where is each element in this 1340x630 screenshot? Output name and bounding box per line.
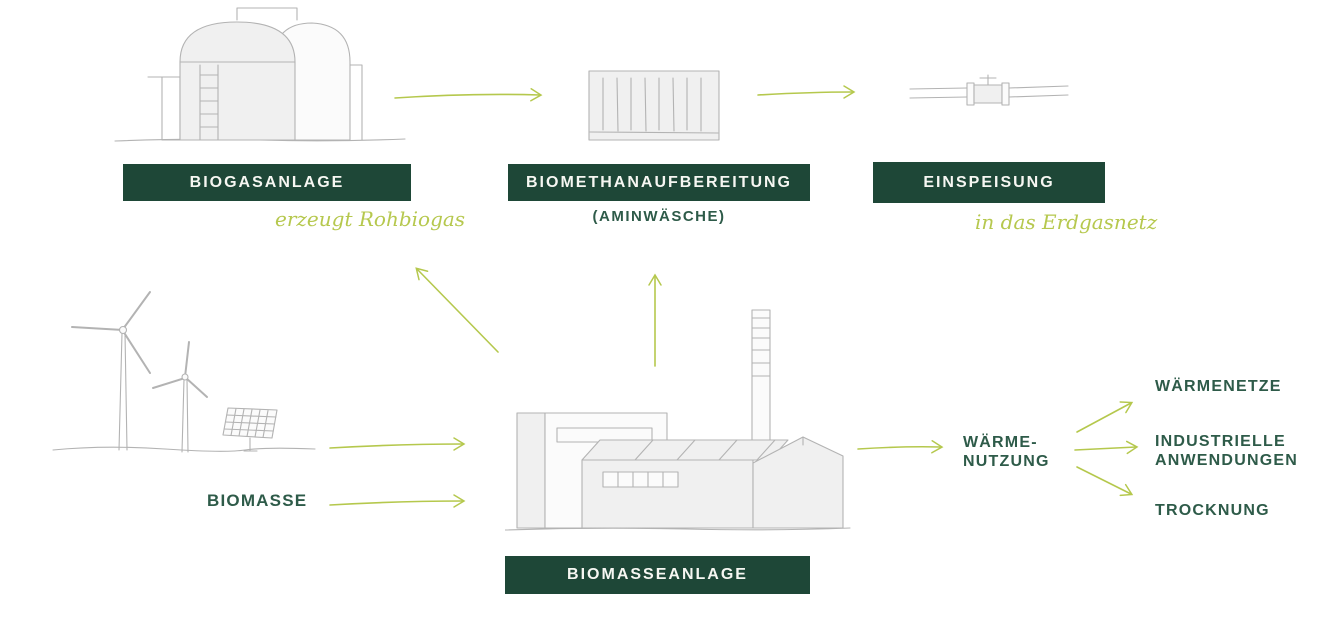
biogas-plant-sketch-icon bbox=[114, 7, 406, 142]
arrow-renewables-to-factory bbox=[329, 437, 466, 451]
caption-industrielle-anwendungen: INDUSTRIELLE ANWENDUNGEN bbox=[1155, 433, 1298, 469]
arrow-biomass-to-factory bbox=[329, 494, 466, 508]
arrow-heat-to-waermenetze bbox=[1076, 401, 1134, 433]
arrow-factory-to-biogas bbox=[415, 267, 499, 353]
label-biomethanaufbereitung-text: BIOMETHANAUFBEREITUNG bbox=[526, 173, 792, 191]
arrow-upgrading-to-injection bbox=[757, 85, 856, 99]
note-in-das-erdgasnetz: in das Erdgasnetz bbox=[975, 210, 1158, 234]
label-einspeisung-text: EINSPEISUNG bbox=[923, 173, 1055, 191]
note-erzeugt-rohbiogas: erzeugt Rohbiogas bbox=[275, 207, 466, 231]
pipeline-valve-sketch-icon bbox=[909, 74, 1069, 106]
wind-turbines-solar-panel-sketch-icon bbox=[52, 291, 316, 453]
label-biogasanlage-text: BIOGASANLAGE bbox=[189, 173, 345, 191]
label-biomethanaufbereitung: BIOMETHANAUFBEREITUNG bbox=[508, 164, 810, 201]
arrow-heat-to-trocknung bbox=[1076, 466, 1134, 497]
sublabel-aminwaesche: (AMINWÄSCHE) bbox=[592, 208, 726, 225]
arrow-heat-to-industrie bbox=[1074, 440, 1139, 455]
caption-waerme-nutzung: WÄRME- NUTZUNG bbox=[963, 434, 1050, 470]
label-biomasseanlage-text: BIOMASSEANLAGE bbox=[567, 566, 748, 583]
label-einspeisung: EINSPEISUNG bbox=[873, 162, 1105, 203]
biomass-factory-sketch-icon bbox=[505, 309, 851, 531]
arrow-biogas-to-upgrading bbox=[394, 87, 543, 102]
caption-waermenetze: WÄRMENETZE bbox=[1155, 378, 1282, 395]
label-biogasanlage: BIOGASANLAGE bbox=[123, 164, 411, 201]
caption-trocknung: TROCKNUNG bbox=[1155, 502, 1270, 519]
label-biomasseanlage: BIOMASSEANLAGE bbox=[505, 556, 810, 594]
arrow-factory-to-heat-use bbox=[857, 440, 944, 454]
caption-biomasse: BIOMASSE bbox=[207, 491, 308, 510]
container-sketch-icon bbox=[588, 70, 720, 141]
